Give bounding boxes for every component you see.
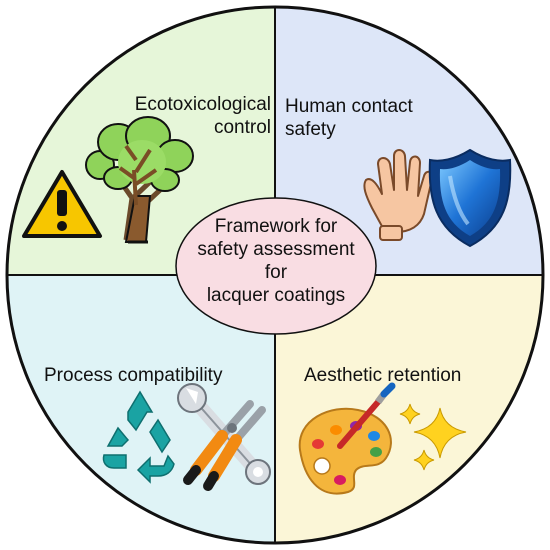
center-title: Framework for safety assessment for lacq… <box>176 215 376 307</box>
label-ecotoxicological-control: Ecotoxicological control <box>113 93 271 139</box>
recycle-icon <box>102 390 175 484</box>
label-aesthetic-retention: Aesthetic retention <box>304 364 461 387</box>
outer-circle <box>5 5 545 545</box>
sparkles-icon <box>399 403 467 471</box>
label-line: Human contact <box>285 96 413 117</box>
center-line: lacquer coatings <box>206 285 346 306</box>
label-line: safety <box>285 119 336 140</box>
tools-icon <box>177 383 271 491</box>
shield-icon <box>428 148 512 248</box>
tree-icon <box>85 116 194 244</box>
center-line: Framework for <box>214 216 338 237</box>
label-line: Aesthetic retention <box>304 365 462 386</box>
center-line: safety assessment <box>197 239 355 260</box>
label-line: Ecotoxicological <box>134 94 271 115</box>
paint-palette-icon <box>298 382 396 495</box>
center-ellipse <box>175 197 377 335</box>
warning-icon <box>22 170 102 238</box>
label-process-compatibility: Process compatibility <box>44 364 222 387</box>
label-line: Process compatibility <box>44 365 223 386</box>
center-line: for <box>264 262 288 283</box>
label-human-contact-safety: Human contact safety <box>285 95 413 141</box>
label-line: control <box>213 117 271 138</box>
